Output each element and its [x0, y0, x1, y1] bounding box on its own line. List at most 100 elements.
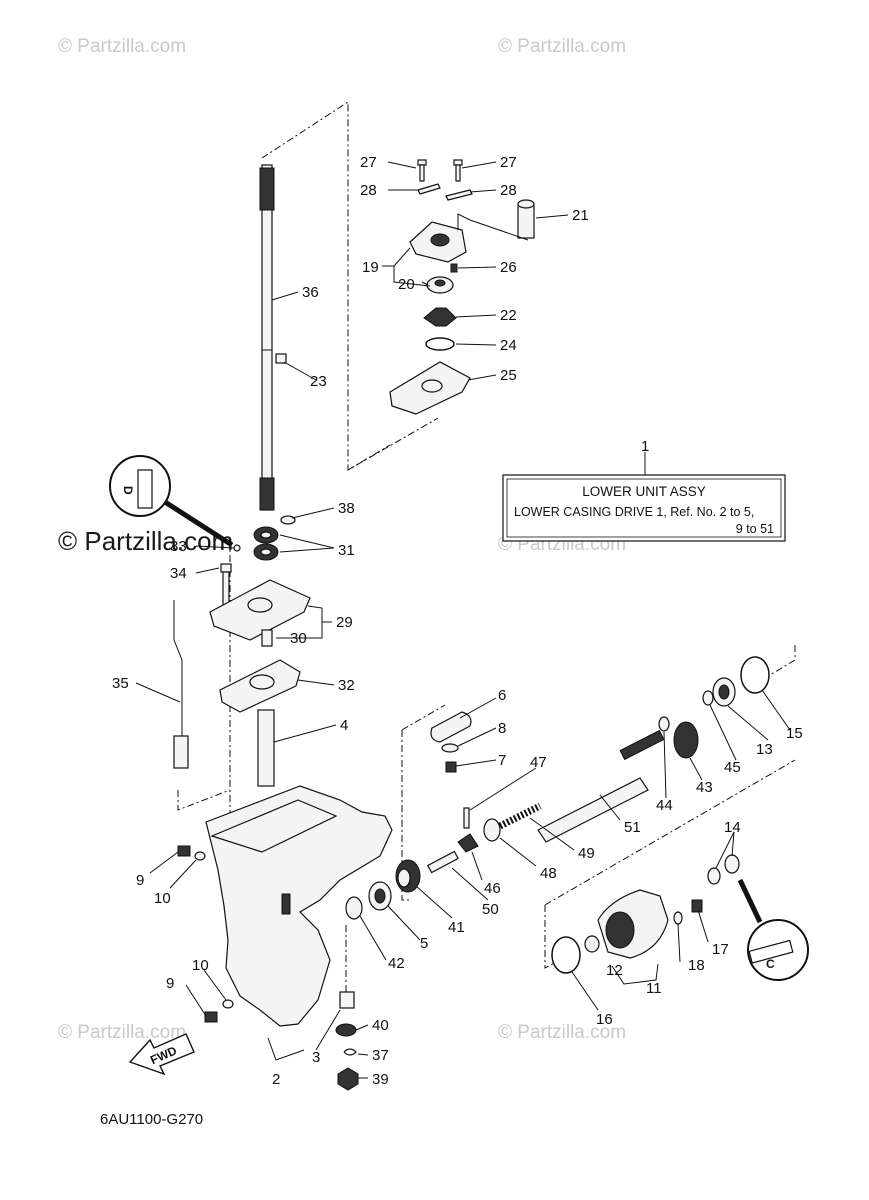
assembly-reference-line2: 9 to 51: [736, 522, 774, 536]
callout-4: 4: [340, 717, 348, 734]
lower-casing-inner-detail: [281, 893, 291, 915]
bearing-group-outline: [744, 645, 796, 691]
dog-clutch: [457, 833, 479, 853]
callout-46: 46: [484, 880, 501, 897]
washer-18: [673, 911, 683, 925]
oil-seal-14-a: [707, 867, 721, 885]
callout-37: 37: [372, 1047, 389, 1064]
drive-shaft-spline-bottom: [259, 477, 275, 511]
callout-35: 35: [112, 675, 129, 692]
watermark-top-right: © Partzilla.com: [498, 36, 626, 57]
callout-49: 49: [578, 845, 595, 862]
callout-8: 8: [498, 720, 506, 737]
callout-9: 9: [166, 975, 174, 992]
bolt-17: [691, 899, 703, 913]
callout-16: 16: [596, 1011, 613, 1028]
shift-rod-cam: [173, 735, 189, 769]
lube-label-d: D: [121, 486, 135, 495]
callout-17: 17: [712, 941, 729, 958]
callout-38: 38: [338, 500, 355, 517]
bushing-3: [339, 991, 355, 1009]
callout-47: 47: [530, 754, 547, 771]
callout-22: 22: [500, 307, 517, 324]
callout-39: 39: [372, 1071, 389, 1088]
drain-plug-upper: [177, 845, 191, 857]
shim-44: [658, 716, 670, 732]
group-outline-segment: [401, 704, 446, 731]
gear-group-outline: [401, 730, 410, 901]
needle-bearing-12: [584, 935, 600, 953]
circlip: [280, 515, 296, 525]
assembly-box-inner: [506, 478, 782, 538]
group-outline-segment: [544, 759, 796, 906]
pin-50: [427, 850, 459, 874]
bolt-27-left-head: [417, 159, 427, 166]
callout-15: 15: [786, 725, 803, 742]
shim-42: [345, 896, 363, 920]
lube-pointer-d: [163, 499, 234, 548]
watermark-mid-left: © Partzilla.com: [58, 526, 233, 556]
oil-seal-lower-bore: [260, 548, 272, 556]
leader-lines: [135, 161, 791, 1079]
callout-28: 28: [360, 182, 377, 199]
fwd-arrow-icon: [128, 1033, 195, 1076]
oil-seal-14-b: [724, 854, 740, 874]
group-outline-segment: [347, 444, 391, 471]
callout-12: 12: [606, 962, 623, 979]
watermark-bottom-right: © Partzilla.com: [498, 1022, 626, 1043]
bolt-27-left: [419, 164, 425, 182]
nut-39: [337, 1067, 359, 1091]
callout-50: 50: [482, 901, 499, 918]
drive-shaft: [261, 164, 273, 511]
callout-45: 45: [724, 759, 741, 776]
pump-housing-outlet: [430, 233, 450, 247]
callout-5: 5: [420, 935, 428, 952]
callout-25: 25: [500, 367, 517, 384]
callout-51: 51: [624, 819, 641, 836]
o-ring-16: [551, 936, 581, 974]
lube-tube-icon: [137, 469, 153, 509]
outer-plate-hole: [421, 379, 443, 393]
callout-11: 11: [646, 980, 662, 997]
forward-gear-hub: [397, 868, 411, 888]
callout-36: 36: [302, 284, 319, 301]
bolt-27-right: [455, 164, 461, 182]
water-pipe-grommet-top: [517, 199, 535, 209]
callout-1: 1: [641, 438, 649, 455]
oil-seal-housing-bore: [247, 597, 273, 613]
callout-48: 48: [540, 865, 557, 882]
water-tube: [257, 709, 275, 787]
sleeve: [261, 629, 273, 647]
water-pipe-grommet: [517, 203, 535, 239]
washer: [441, 743, 459, 753]
callout-7: 7: [498, 752, 506, 769]
callout-20: 20: [398, 276, 415, 293]
drain-plug-lower: [204, 1011, 218, 1023]
assembly-box-outer: [502, 474, 786, 542]
lower-casing-top-face: [210, 799, 338, 853]
bearing-5-bore: [374, 888, 386, 904]
propeller-shaft-housing-bore: [605, 911, 635, 949]
lube-label-c: C: [766, 957, 775, 971]
bolt-shank: [222, 571, 230, 607]
pin-26: [450, 263, 458, 273]
cotter-pin-37: [343, 1048, 357, 1056]
callout-23: 23: [310, 373, 327, 390]
callout-19: 19: [362, 259, 379, 276]
assembly-title: LOWER UNIT ASSY: [582, 484, 706, 499]
bolt-head: [220, 563, 232, 573]
callout-numbers: 27 27 28 28 21 19 26 20 22 24 25 36 23 3…: [112, 154, 803, 1088]
propeller-shaft-group-outline: [544, 905, 561, 969]
callout-29: 29: [336, 614, 353, 631]
plunger-48: [483, 818, 501, 842]
watermark-top-left: © Partzilla.com: [58, 36, 186, 57]
oil-seal-upper-bore: [260, 531, 272, 539]
callout-6: 6: [498, 687, 506, 704]
callout-3: 3: [312, 1049, 320, 1066]
insert-cartridge-center: [434, 279, 446, 287]
callout-27: 27: [360, 154, 377, 171]
plate-28-right: [445, 189, 473, 201]
callout-32: 32: [338, 677, 355, 694]
callout-43: 43: [696, 779, 713, 796]
